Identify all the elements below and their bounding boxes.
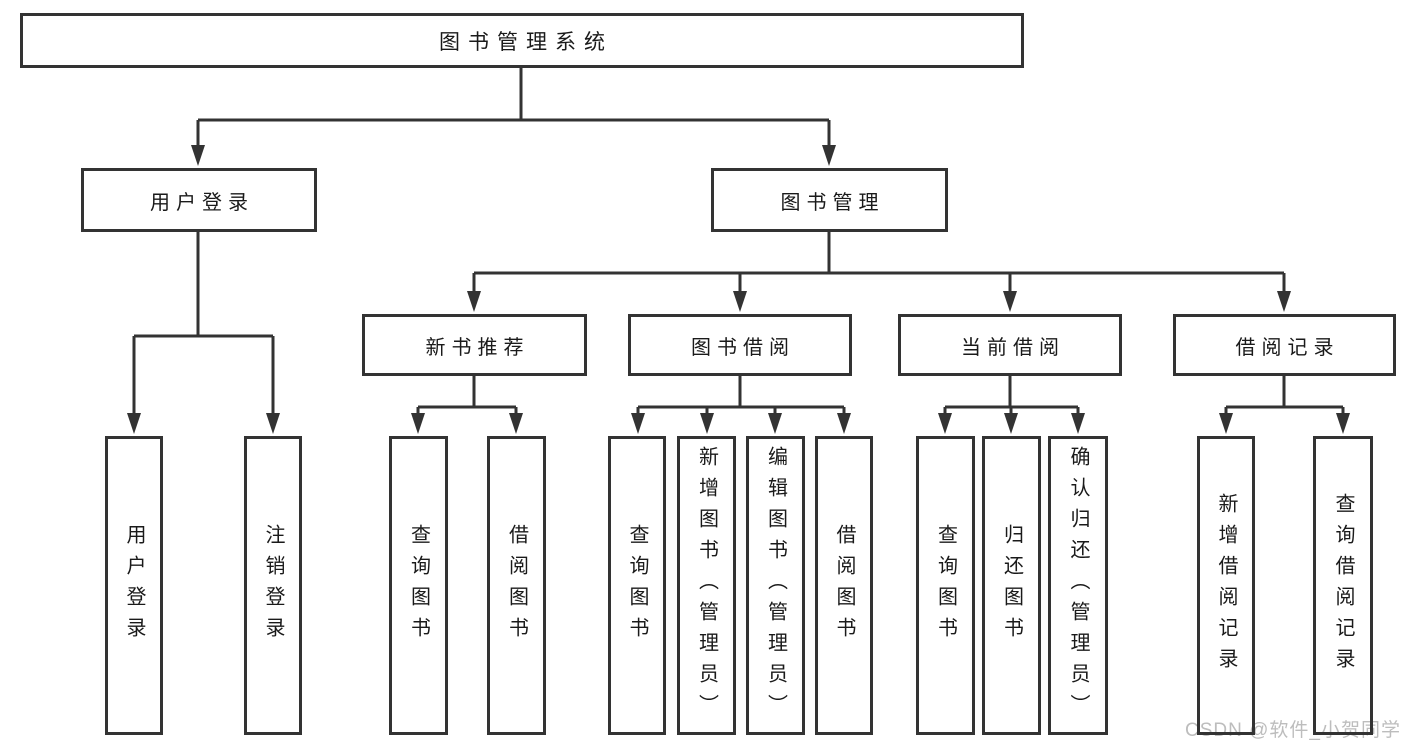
node-current-borrow: 当前借阅 bbox=[898, 314, 1122, 376]
node-book-mgmt-label: 图书管理 bbox=[780, 191, 885, 214]
node-borrow-record-label: 借阅记录 bbox=[1235, 336, 1340, 359]
node-borrow-record: 借阅记录 bbox=[1173, 314, 1396, 376]
leaf-br-query-record-label: 查询借阅记录 bbox=[1332, 492, 1354, 679]
watermark: CSDN @软件_小贺同学 bbox=[1185, 720, 1401, 741]
connector-book-borrow-to-leaves bbox=[631, 376, 851, 434]
leaf-logout: 注销登录 bbox=[244, 436, 302, 735]
connector-book-mgmt-to-level3 bbox=[467, 232, 1291, 312]
leaf-bb-edit-books-label: 编辑图书（管理员） bbox=[764, 446, 787, 725]
node-book-borrow: 图书借阅 bbox=[628, 314, 852, 376]
leaf-cb-query-books-label: 查询图书 bbox=[934, 523, 957, 648]
node-root-label: 图书管理系统 bbox=[439, 30, 613, 54]
leaf-bb-edit-books: 编辑图书（管理员） bbox=[746, 436, 805, 735]
leaf-cb-return-books: 归还图书 bbox=[982, 436, 1041, 735]
node-user-login: 用户登录 bbox=[81, 168, 317, 232]
leaf-user-login-label: 用户登录 bbox=[123, 523, 145, 648]
leaf-rec-borrow-books-label: 借阅图书 bbox=[505, 523, 528, 648]
leaf-br-query-record: 查询借阅记录 bbox=[1313, 436, 1373, 735]
leaf-cb-query-books: 查询图书 bbox=[916, 436, 975, 735]
connector-user-login-to-leaves bbox=[127, 232, 280, 434]
leaf-cb-return-books-label: 归还图书 bbox=[1000, 523, 1023, 648]
connector-root-to-level2 bbox=[191, 68, 836, 166]
leaf-bb-query-books: 查询图书 bbox=[608, 436, 666, 735]
node-book-mgmt: 图书管理 bbox=[711, 168, 948, 232]
connector-new-book-rec-to-leaves bbox=[411, 376, 523, 434]
leaf-rec-borrow-books: 借阅图书 bbox=[487, 436, 546, 735]
node-user-login-label: 用户登录 bbox=[150, 191, 254, 214]
leaf-bb-borrow-books-label: 借阅图书 bbox=[833, 523, 855, 648]
leaf-rec-query-books-label: 查询图书 bbox=[407, 523, 430, 648]
node-new-book-rec: 新书推荐 bbox=[362, 314, 587, 376]
node-book-borrow-label: 图书借阅 bbox=[691, 336, 795, 359]
leaf-cb-confirm-return: 确认归还（管理员） bbox=[1048, 436, 1108, 735]
leaf-bb-borrow-books: 借阅图书 bbox=[815, 436, 873, 735]
leaf-bb-query-books-label: 查询图书 bbox=[626, 523, 648, 648]
leaf-br-add-record-label: 新增借阅记录 bbox=[1215, 492, 1237, 679]
leaf-bb-add-books-label: 新增图书（管理员） bbox=[695, 446, 718, 725]
connector-borrow-record-to-leaves bbox=[1219, 376, 1350, 434]
leaf-bb-add-books: 新增图书（管理员） bbox=[677, 436, 736, 735]
connector-current-borrow-to-leaves bbox=[938, 376, 1085, 434]
leaf-br-add-record: 新增借阅记录 bbox=[1197, 436, 1255, 735]
node-root: 图书管理系统 bbox=[20, 13, 1024, 68]
node-new-book-rec-label: 新书推荐 bbox=[425, 336, 530, 359]
leaf-user-login: 用户登录 bbox=[105, 436, 163, 735]
node-current-borrow-label: 当前借阅 bbox=[961, 336, 1065, 359]
leaf-cb-confirm-return-label: 确认归还（管理员） bbox=[1067, 446, 1089, 725]
leaf-logout-label: 注销登录 bbox=[262, 523, 284, 648]
leaf-rec-query-books: 查询图书 bbox=[389, 436, 448, 735]
